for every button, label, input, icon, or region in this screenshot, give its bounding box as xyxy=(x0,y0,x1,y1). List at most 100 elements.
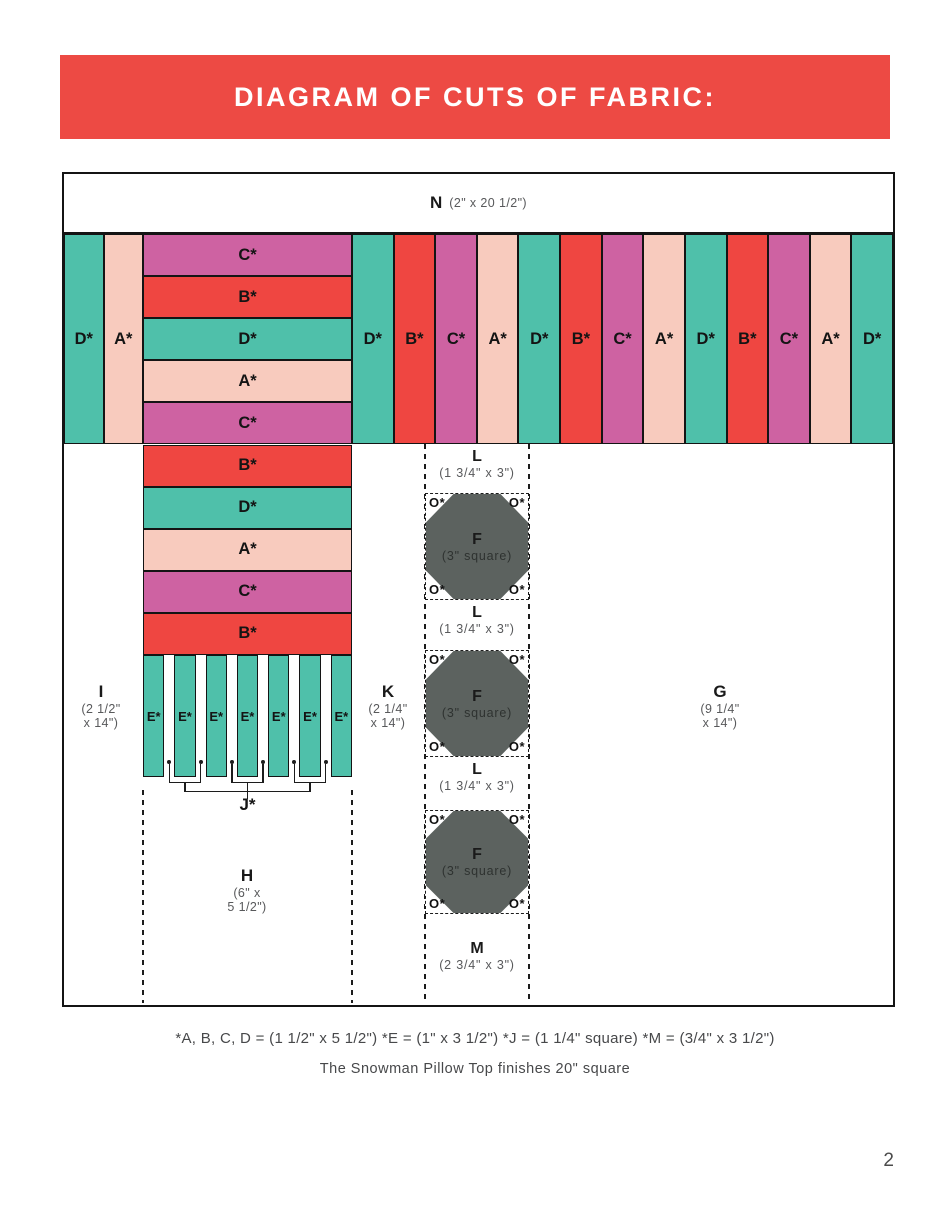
j-bracket-line xyxy=(246,791,249,799)
corner-label-o: O* xyxy=(508,582,525,597)
h-dims-line1: (6" x xyxy=(233,886,261,900)
j-gap-dot xyxy=(229,760,234,764)
n-strip-label: N xyxy=(430,193,443,212)
l-section-label: L(1 3/4" x 3") xyxy=(425,448,529,481)
fl-column-dashed-line xyxy=(528,444,530,1003)
region-label-g: G (9 1/4" x 14") xyxy=(700,682,739,730)
strip-label: B* xyxy=(571,329,591,348)
page-number: 2 xyxy=(883,1150,894,1171)
f-letter: F xyxy=(472,687,482,705)
m-letter: M xyxy=(470,940,484,957)
j-gap-dot xyxy=(261,760,266,764)
footer-finish-note: The Snowman Pillow Top finishes 20" squa… xyxy=(319,1061,631,1077)
fabric-strip-E: E* xyxy=(174,655,196,777)
strip-label: E* xyxy=(271,708,286,724)
strip-label: D* xyxy=(696,329,715,348)
fabric-strip-A: A* xyxy=(809,234,852,444)
strip-label: C* xyxy=(446,329,466,348)
diagram-canvas: N (2" x 20 1/2") I (2 1/2" x 14") K (2 1… xyxy=(62,172,895,1007)
region-label-m: M (2 3/4" x 3") xyxy=(425,940,529,973)
region-label-i: I (2 1/2" x 14") xyxy=(81,682,120,730)
i-letter: I xyxy=(98,682,104,701)
region-label-k: K (2 1/4" x 14") xyxy=(368,682,407,730)
region-label-h: H (6" x 5 1/2") xyxy=(227,866,266,914)
fabric-strip-B: B* xyxy=(393,234,436,444)
fabric-strip-D: D* xyxy=(352,234,394,444)
k-letter: K xyxy=(381,682,395,701)
fabric-strip-A: A* xyxy=(103,234,143,444)
f-letter: F xyxy=(472,846,482,863)
corner-label-o: O* xyxy=(508,812,525,827)
corner-label-o: O* xyxy=(508,896,525,911)
fabric-strip-D: D* xyxy=(851,234,893,444)
l-dims: (1 3/4" x 3") xyxy=(439,466,515,480)
fabric-strip-D: D* xyxy=(143,486,352,529)
strip-label: D* xyxy=(238,498,257,517)
g-letter: G xyxy=(713,682,727,701)
f-octagon: F(3" square) xyxy=(426,651,528,756)
l-letter: L xyxy=(472,448,482,465)
f-square: F(3" square)O*O*O*O* xyxy=(425,650,529,757)
j-bracket-line xyxy=(184,782,186,792)
j-piece-label: J* xyxy=(239,795,256,814)
m-dims: (2 3/4" x 3") xyxy=(439,958,515,972)
f-dims: (3" square) xyxy=(441,548,513,563)
strip-label: B* xyxy=(238,456,257,475)
strip-label: A* xyxy=(238,371,257,390)
fabric-strip-C: C* xyxy=(435,234,477,444)
fabric-strip-C: C* xyxy=(143,402,352,445)
f-dims: (3" square) xyxy=(441,705,513,720)
header-banner: DIAGRAM OF CUTS OF FABRIC: xyxy=(60,55,890,139)
strip-label: D* xyxy=(863,329,882,348)
fabric-strip-E: E* xyxy=(268,655,290,777)
fabric-strip-C: C* xyxy=(601,234,644,444)
j-bracket-line xyxy=(293,764,296,783)
strip-label: C* xyxy=(613,329,632,348)
footer-cut-key: *A, B, C, D = (1 1/2" x 5 1/2") *E = (1"… xyxy=(175,1030,775,1047)
strip-label: A* xyxy=(821,329,840,348)
strip-label: C* xyxy=(779,329,799,348)
strip-label: E* xyxy=(240,708,255,724)
fabric-strip-A: A* xyxy=(476,234,519,444)
h-letter: H xyxy=(240,866,254,885)
n-strip-dims: (2" x 20 1/2") xyxy=(449,196,527,210)
h-region-dashed-line xyxy=(142,790,144,1003)
strip-label: E* xyxy=(303,708,317,724)
l-section-label: L(1 3/4" x 3") xyxy=(425,761,529,794)
corner-label-o: O* xyxy=(508,495,525,510)
j-bracket-line xyxy=(262,764,264,783)
strip-label: B* xyxy=(405,329,424,348)
strip-label: D* xyxy=(238,329,257,348)
fabric-strip-E: E* xyxy=(236,655,259,777)
g-dims-line2: x 14") xyxy=(702,716,738,730)
k-dims-line2: x 14") xyxy=(370,716,406,730)
h-dims-line2: 5 1/2") xyxy=(227,900,267,914)
fabric-strip-E: E* xyxy=(299,655,321,777)
corner-label-o: O* xyxy=(429,495,446,510)
fabric-strip-E: E* xyxy=(143,655,165,777)
strip-label: B* xyxy=(238,624,257,643)
corner-label-o: O* xyxy=(508,652,525,667)
j-bracket-line xyxy=(199,764,202,783)
f-letter: F xyxy=(472,530,482,548)
f-octagon: F(3" square) xyxy=(426,811,528,913)
j-gap-dot xyxy=(323,760,328,764)
j-bracket-line xyxy=(324,764,327,783)
j-gap-dot xyxy=(292,760,297,764)
fabric-strip-B: B* xyxy=(560,234,602,444)
fabric-strip-B: B* xyxy=(143,276,352,319)
strip-label: D* xyxy=(363,329,382,348)
i-dims-line2: x 14") xyxy=(83,716,119,730)
f-dims: (3" square) xyxy=(441,864,513,878)
strip-label: E* xyxy=(209,708,224,724)
j-bracket-line xyxy=(309,782,311,792)
fabric-strip-B: B* xyxy=(143,612,352,655)
f-square: F(3" square)O*O*O*O* xyxy=(425,493,529,600)
fabric-strip-A: A* xyxy=(143,360,352,403)
corner-label-o: O* xyxy=(429,896,446,911)
strip-label: A* xyxy=(238,540,257,559)
fabric-strip-E: E* xyxy=(205,655,227,777)
l-letter: L xyxy=(472,604,482,621)
fabric-strip-C: C* xyxy=(143,570,352,613)
